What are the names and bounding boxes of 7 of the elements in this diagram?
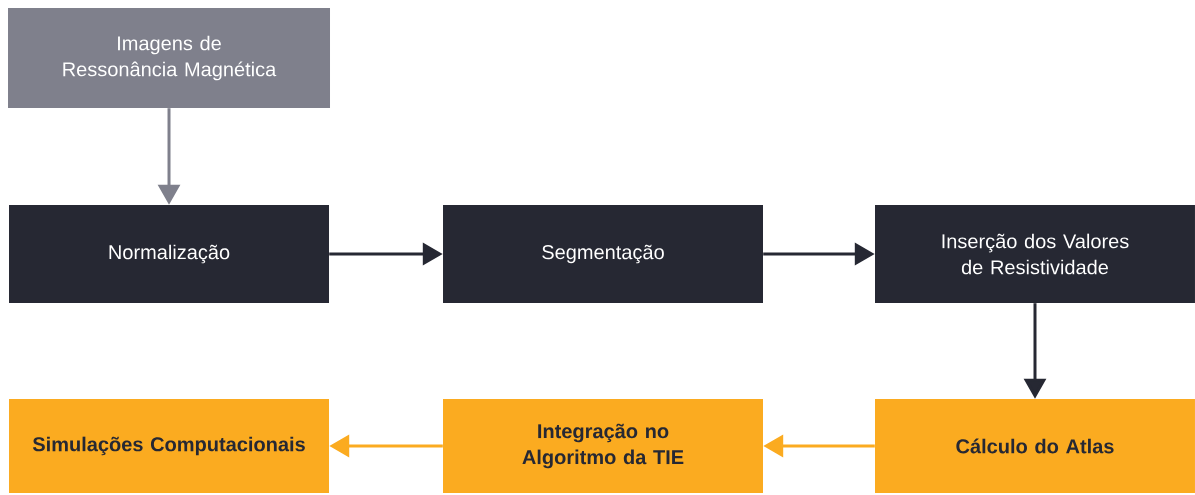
process-box: Segmentação [443, 205, 763, 303]
process-box: Inserção dos Valores de Resistividade [875, 205, 1195, 303]
process-box: Simulações Computacionais [9, 399, 329, 493]
process-box: Integração no Algoritmo da TIE [443, 399, 763, 493]
process-box: Normalização [9, 205, 329, 303]
process-box: Imagens de Ressonância Magnética [8, 8, 330, 108]
process-box: Cálculo do Atlas [875, 399, 1195, 493]
